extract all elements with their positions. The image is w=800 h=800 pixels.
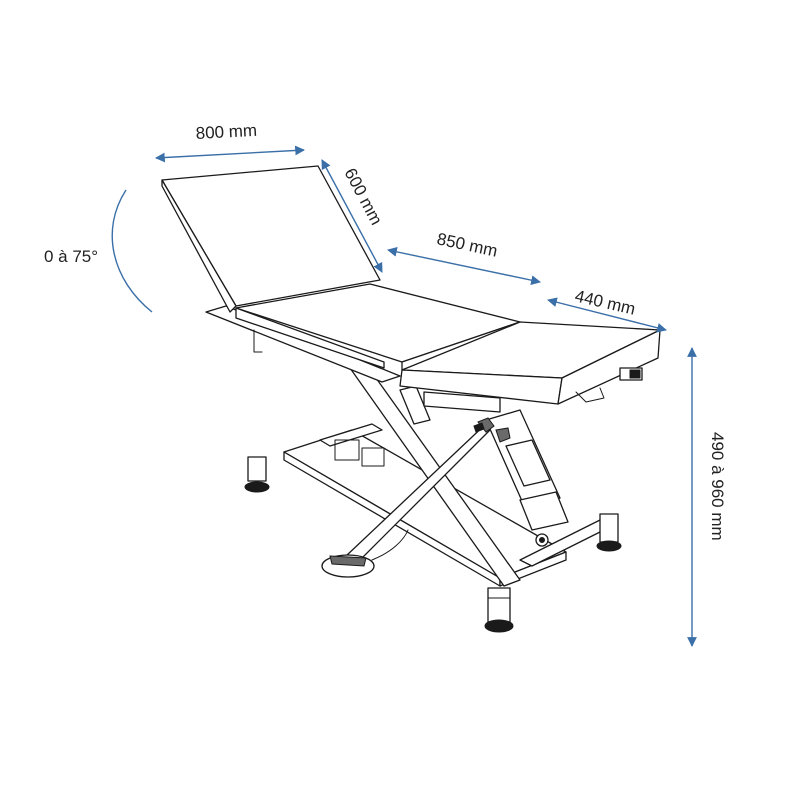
dimension-arrow-backrest (321, 159, 383, 273)
dimension-arrow-width (155, 145, 305, 163)
foot-pedal (321, 529, 409, 578)
caster-foot-left (244, 456, 270, 493)
caster-foot-front (484, 587, 514, 633)
dimension-arrow-leg-section (547, 297, 667, 333)
label-width: 800 mm (195, 121, 257, 143)
caster-foot-right (596, 513, 622, 552)
dimension-arc-angle (111, 189, 153, 313)
label-angle: 0 à 75° (44, 247, 98, 266)
motor-actuator (473, 409, 569, 547)
dimension-arrow-seat (387, 247, 541, 285)
label-seat: 850 mm (435, 229, 499, 260)
label-height: 490 à 960 mm (708, 432, 727, 541)
